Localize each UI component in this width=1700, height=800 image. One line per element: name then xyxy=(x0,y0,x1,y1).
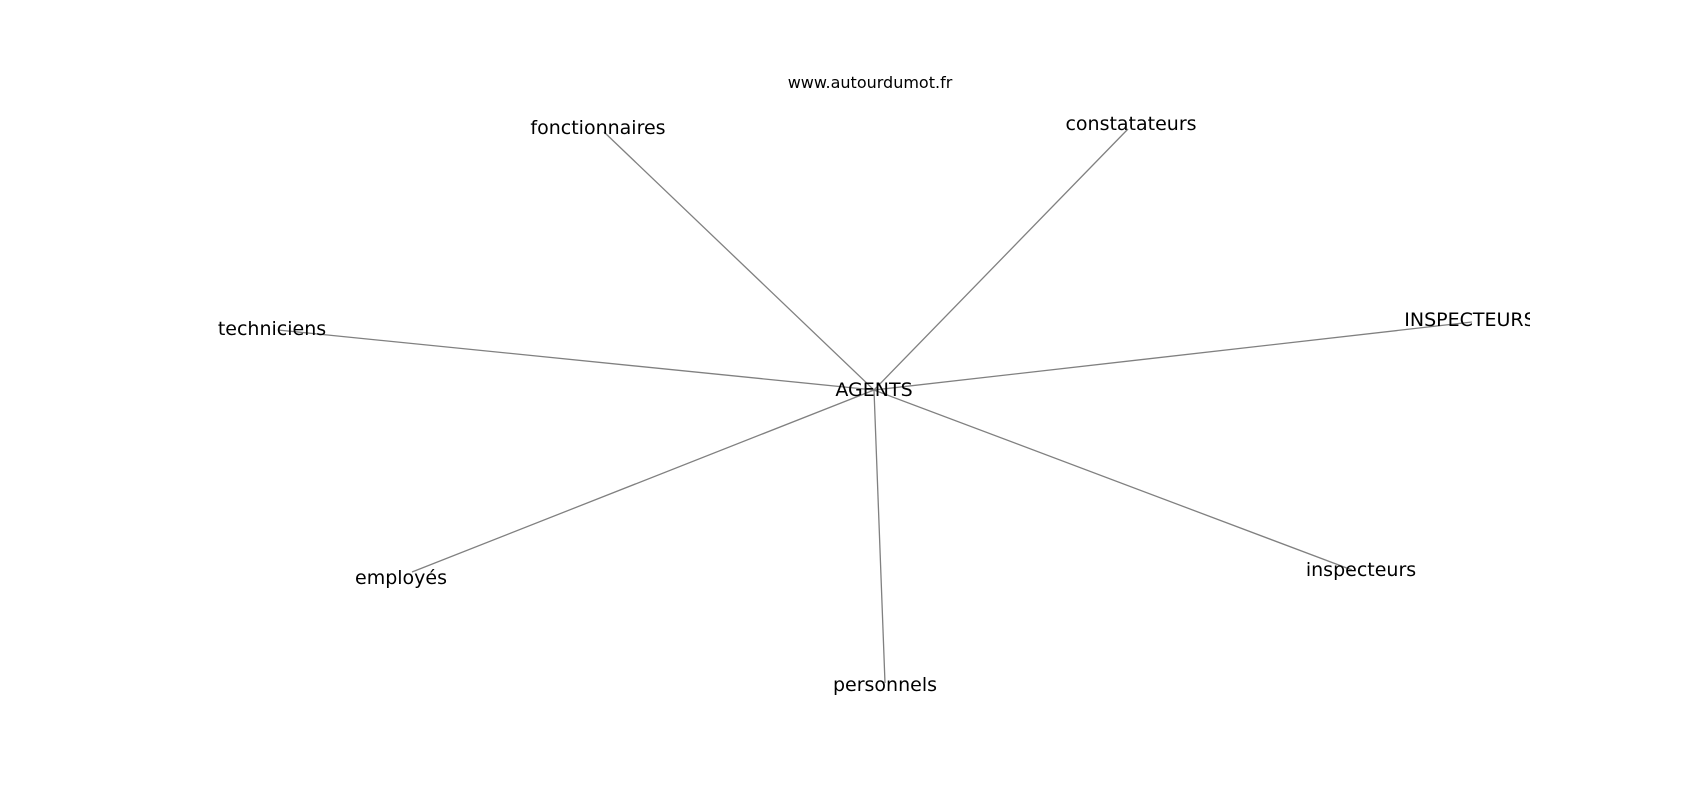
node-inspecteurs: inspecteurs xyxy=(1306,559,1416,581)
node-inspecteurs-upper: INSPECTEURS xyxy=(1404,309,1535,331)
node-personnels: personnels xyxy=(833,674,937,696)
node-techniciens: techniciens xyxy=(218,318,326,340)
watermark: www.autourdumot.fr xyxy=(788,73,953,92)
node-employes: employés xyxy=(355,567,447,589)
node-fonctionnaires: fonctionnaires xyxy=(530,117,665,139)
edge-agents-inspecteurs-upper xyxy=(873,321,1473,391)
edge-agents-employes xyxy=(411,389,875,573)
edge-agents-techniciens xyxy=(277,329,875,391)
node-constatateurs: constatateurs xyxy=(1065,113,1196,135)
edge-agents-constatateurs xyxy=(873,128,1129,391)
edge-agents-personnels xyxy=(873,389,886,684)
edges xyxy=(277,128,1473,684)
node-labels: AGENTS fonctionnaires constatateurs technic… xyxy=(218,113,1535,696)
node-agents: AGENTS xyxy=(835,379,912,401)
edge-agents-inspecteurs xyxy=(873,389,1353,571)
edge-agents-fonctionnaires xyxy=(603,131,875,391)
